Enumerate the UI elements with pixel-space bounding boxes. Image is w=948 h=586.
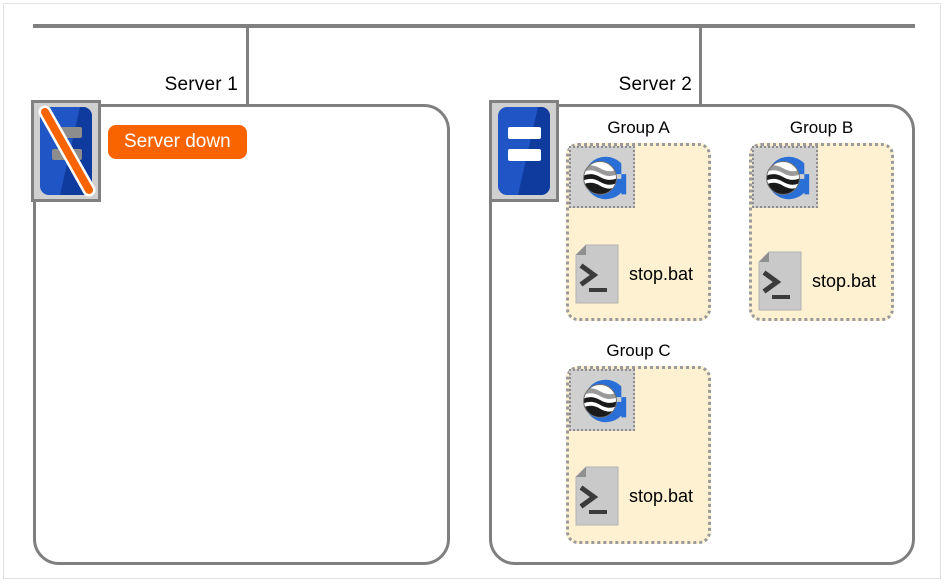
glassfish-icon[interactable] xyxy=(752,146,818,208)
bat-file-row[interactable]: stop.bat xyxy=(572,243,693,305)
group-a-label: Group A xyxy=(607,118,670,137)
server-1-label: Server 1 xyxy=(164,74,238,95)
bat-file-label: stop.bat xyxy=(629,485,694,506)
network-bus-line xyxy=(33,24,915,28)
server-2-connector-line xyxy=(699,26,702,105)
bat-file-row[interactable]: stop.bat xyxy=(572,465,693,527)
status-badge-server-down[interactable]: Server down xyxy=(108,125,247,159)
server-1-connector-line xyxy=(246,26,249,105)
bat-file-label: stop.bat xyxy=(812,270,877,291)
bat-file-icon xyxy=(572,243,622,305)
glassfish-icon[interactable] xyxy=(569,369,635,431)
group-c-label: Group C xyxy=(606,341,671,360)
bat-file-row[interactable]: stop.bat xyxy=(755,250,876,312)
group-b-label: Group B xyxy=(789,118,854,137)
server-1-panel[interactable] xyxy=(33,104,450,565)
server-2-label: Server 2 xyxy=(618,74,692,95)
bat-file-label: stop.bat xyxy=(629,263,694,284)
bat-file-icon xyxy=(572,465,622,527)
bat-file-icon xyxy=(755,250,805,312)
server-down-icon[interactable] xyxy=(31,100,101,202)
server-icon[interactable] xyxy=(489,100,559,202)
canvas-frame xyxy=(3,3,941,579)
glassfish-icon[interactable] xyxy=(569,146,635,208)
